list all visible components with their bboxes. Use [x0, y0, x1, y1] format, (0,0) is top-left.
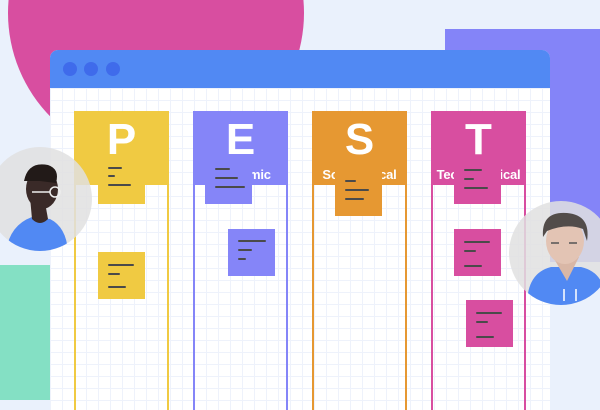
sticky-note[interactable] — [335, 169, 382, 216]
text-line-placeholder — [464, 169, 482, 171]
sticky-note[interactable] — [98, 157, 145, 204]
sticky-note[interactable] — [454, 229, 501, 276]
text-line-placeholder — [464, 187, 488, 189]
column-letter: E — [225, 115, 256, 164]
person-icon — [6, 164, 68, 251]
text-line-placeholder — [476, 321, 488, 323]
text-line-placeholder — [215, 186, 245, 188]
text-line-placeholder — [108, 286, 126, 288]
text-line-placeholder — [238, 258, 246, 260]
text-line-placeholder — [108, 184, 131, 186]
text-line-placeholder — [345, 198, 364, 200]
sticky-note[interactable] — [466, 300, 513, 347]
window-dot-maximize[interactable] — [106, 62, 120, 76]
browser-window: PPoliticalEEconomicSSociologicalTTechnol… — [50, 50, 550, 410]
text-line-placeholder — [238, 240, 266, 242]
text-line-placeholder — [345, 180, 356, 182]
text-line-placeholder — [464, 241, 490, 243]
text-line-placeholder — [215, 177, 238, 179]
person-icon — [527, 212, 600, 305]
text-line-placeholder — [108, 273, 120, 275]
text-line-placeholder — [108, 264, 134, 266]
pest-column-sociological: SSociological — [312, 111, 407, 410]
column-letter: P — [106, 115, 137, 164]
text-line-placeholder — [464, 250, 476, 252]
text-line-placeholder — [476, 312, 502, 314]
text-line-placeholder — [464, 265, 482, 267]
window-dot-minimize[interactable] — [84, 62, 98, 76]
text-line-placeholder — [215, 168, 230, 170]
text-line-placeholder — [464, 178, 474, 180]
window-dot-close[interactable] — [63, 62, 77, 76]
text-line-placeholder — [108, 167, 122, 169]
text-line-placeholder — [345, 189, 369, 191]
avatar-user-left — [0, 147, 92, 251]
column-letter: S — [344, 115, 375, 164]
sticky-note[interactable] — [98, 252, 145, 299]
text-line-placeholder — [108, 175, 115, 177]
decorative-teal-rect — [0, 265, 50, 400]
text-line-placeholder — [238, 249, 252, 251]
window-titlebar — [50, 50, 550, 88]
column-letter: T — [465, 115, 492, 164]
sticky-note[interactable] — [228, 229, 275, 276]
sticky-note[interactable] — [205, 157, 252, 204]
text-line-placeholder — [476, 336, 494, 338]
sticky-note[interactable] — [454, 157, 501, 204]
avatar-user-right — [509, 201, 600, 305]
